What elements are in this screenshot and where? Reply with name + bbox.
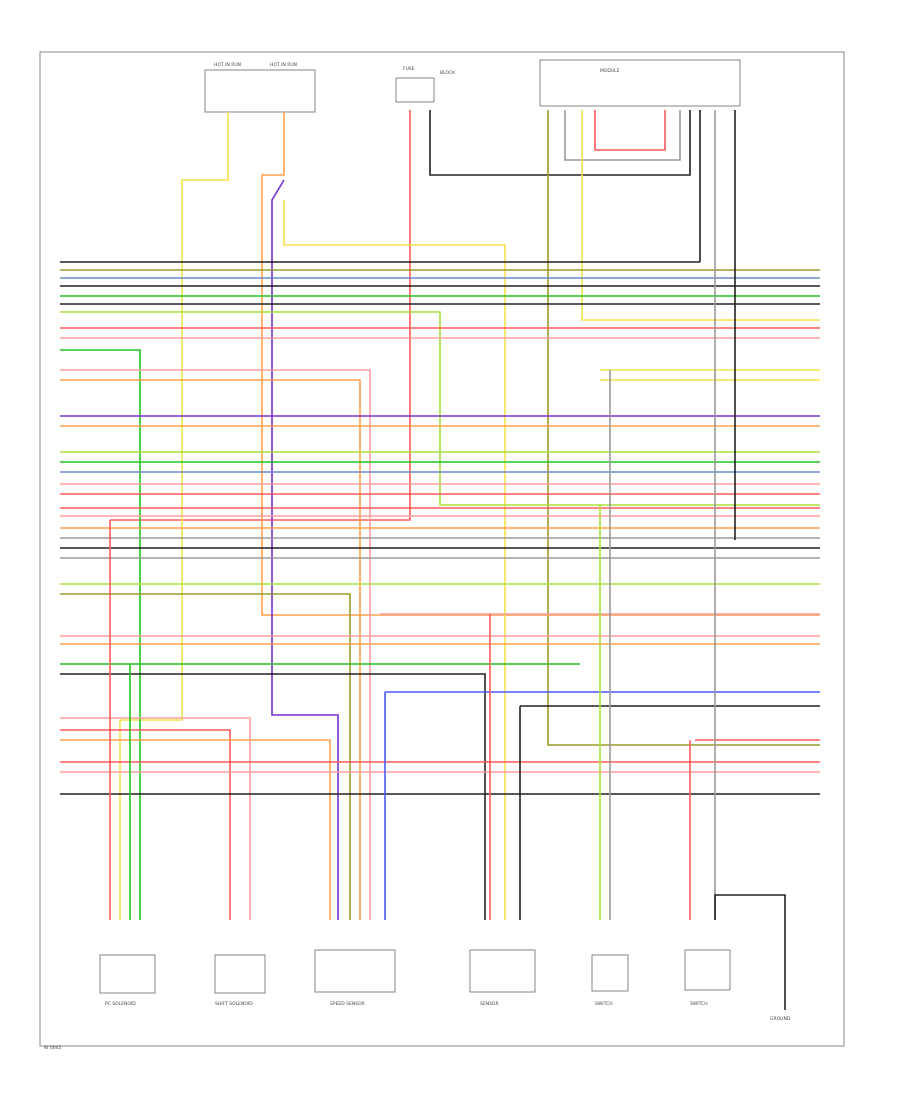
component-switch-1: [591, 954, 629, 992]
bus-pnk-7: [60, 717, 251, 920]
wire-red-main: [110, 110, 411, 521]
wire-red-module: [594, 110, 666, 151]
bus-yel-grn-1: [60, 311, 820, 506]
bus-red-4: [60, 729, 231, 920]
bus-pnk-2: [60, 369, 371, 920]
component-sensor: [469, 949, 536, 993]
wire-ground: [714, 894, 786, 1010]
bus-blk-yel-2: [60, 593, 351, 920]
component-shift-solenoid: [214, 954, 266, 994]
wire-vio-left: [271, 179, 339, 920]
bottom-components: PC SOLENOID SHIFT SOLENOID SPEED SENSOR …: [99, 949, 791, 1022]
fuse-block-center: [395, 77, 435, 103]
wire-black-module: [429, 110, 691, 176]
wire-yel-blk: [547, 110, 820, 746]
bottom-label-1: PC SOLENOID: [105, 1001, 136, 1007]
diagram-frame: [39, 51, 845, 1047]
bus-orn-1: [60, 379, 361, 920]
component-speed-sensor: [314, 949, 396, 993]
bottom-label-4: SENSOR: [480, 1001, 499, 1007]
wire-gry-module: [564, 110, 681, 161]
bottom-label-3: SPEED SENSOR: [330, 1001, 365, 1007]
bottom-label-6: SWITCH: [690, 1001, 708, 1007]
bus-blk-5: [60, 673, 486, 920]
top-components: HOT IN RUN HOT IN RUN FUSE BLOCK MODULE: [204, 59, 741, 113]
top-label-4: BLOCK: [440, 70, 456, 76]
bus-grn-2: [60, 349, 141, 920]
wire-yel-module: [581, 110, 820, 321]
top-label-3: FUSE: [403, 66, 415, 72]
bottom-label-2: SHIFT SOLENOID: [215, 1001, 253, 1007]
wire-yel-bus: [283, 200, 506, 920]
top-label-1: HOT IN RUN: [214, 62, 241, 68]
control-module-right: [539, 59, 741, 107]
wire-orn-left: [261, 112, 820, 616]
top-label-2: HOT IN RUN: [270, 62, 297, 68]
component-switch-2: [684, 949, 731, 991]
wire-yel-left: [119, 112, 229, 920]
fuse-box-left: [204, 69, 316, 113]
bottom-label-5: SWITCH: [595, 1001, 613, 1007]
wire-layer: [60, 110, 820, 1010]
bottom-label-7: GROUND: [770, 1016, 791, 1022]
component-pc-solenoid: [99, 954, 156, 994]
bus-orn-5: [60, 739, 331, 920]
footer-code: W 0045: [44, 1045, 61, 1051]
top-label-5: MODULE: [600, 68, 620, 74]
